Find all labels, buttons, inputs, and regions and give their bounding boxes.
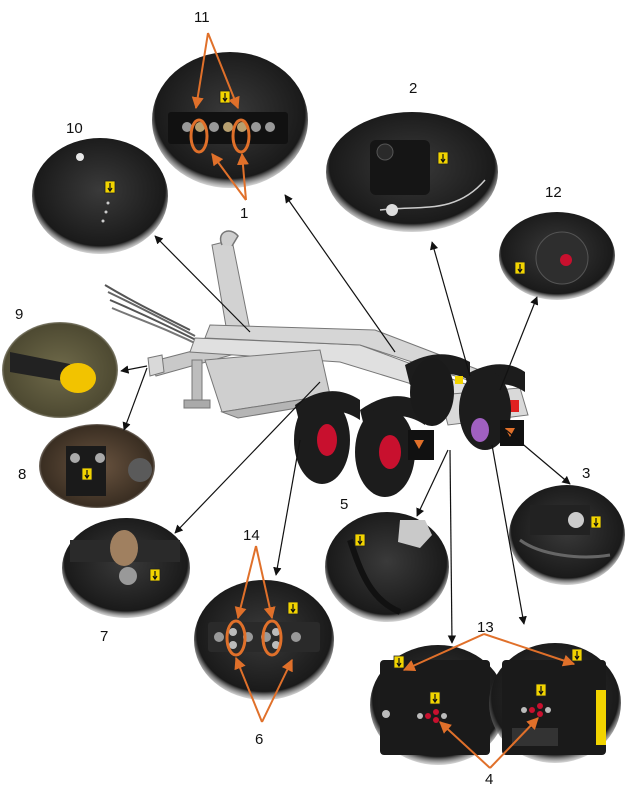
arrow-to-photo-7 (174, 381, 321, 534)
arrow-to-photo-3 (505, 429, 571, 485)
detail-photo-hook-pivot (326, 112, 498, 232)
arrow-to-photo-5 (416, 449, 449, 517)
callout-5: 5 (340, 496, 348, 513)
callout-2: 2 (409, 80, 417, 97)
arrow-to-photo-14 (273, 439, 301, 576)
detail-photo-suspension-left (325, 512, 449, 622)
hooklift-trailer (104, 230, 529, 497)
grease-point-decal-icon (104, 180, 116, 194)
callout-9: 9 (15, 306, 23, 323)
grease-point-decal-icon (535, 683, 547, 697)
grease-point-decal-icon (429, 691, 441, 705)
callout-8: 8 (18, 466, 26, 483)
arrow-to-photo-10 (154, 235, 251, 333)
arrow-to-photo-12 (499, 296, 539, 391)
callout-11: 11 (194, 9, 210, 26)
arrow-to-photo-9 (120, 365, 148, 374)
grease-point-decal-icon (287, 601, 299, 615)
callout-3: 3 (582, 465, 590, 482)
detail-photo-rear-left-block (370, 645, 506, 765)
callout-13: 13 (477, 619, 494, 636)
callout-6: 6 (255, 731, 263, 748)
callout-7: 7 (100, 628, 108, 645)
detail-photo-suspension-right (509, 485, 625, 585)
detail-photo-support-leg (39, 424, 155, 508)
arrow-to-photo-8 (122, 367, 148, 431)
detail-photo-tilt-cylinder (62, 518, 190, 618)
detail-photo-roller (499, 212, 615, 300)
grease-point-decal-icon (149, 568, 161, 582)
callout-12: 12 (545, 184, 562, 201)
arrow-to-photo-2 (430, 241, 471, 377)
detail-photo-rear-manifold (194, 580, 334, 700)
grease-point-decal-icon (354, 533, 366, 547)
pointer-arrows (120, 194, 571, 644)
arrow-to-photo-1 (284, 194, 396, 353)
grease-point-decal-icon (219, 90, 231, 104)
callout-numbers: 11 2 10 1 12 9 8 3 5 14 7 13 6 4 (15, 9, 590, 788)
arrow-to-photo-13b (491, 444, 527, 625)
detail-photo-drawbar-eye (2, 322, 118, 418)
detail-photo-side-rail (32, 138, 168, 254)
grease-point-decal-icon (393, 655, 405, 669)
orange-callout-arrows (191, 32, 576, 769)
grease-point-decal-icon (81, 467, 93, 481)
grease-point-decal-icon (590, 515, 602, 529)
callout-4: 4 (485, 771, 493, 788)
callout-1: 1 (240, 205, 248, 222)
detail-photo-front-manifold (152, 52, 308, 188)
grease-point-decal-icon (514, 261, 526, 275)
arrow-to-photo-13a (447, 449, 457, 644)
callout-14: 14 (243, 527, 260, 544)
grease-point-decal-icon (437, 151, 449, 165)
detail-photo-rear-right-block (489, 643, 621, 763)
grease-point-decal-icon (571, 648, 583, 662)
callout-10: 10 (66, 120, 83, 137)
